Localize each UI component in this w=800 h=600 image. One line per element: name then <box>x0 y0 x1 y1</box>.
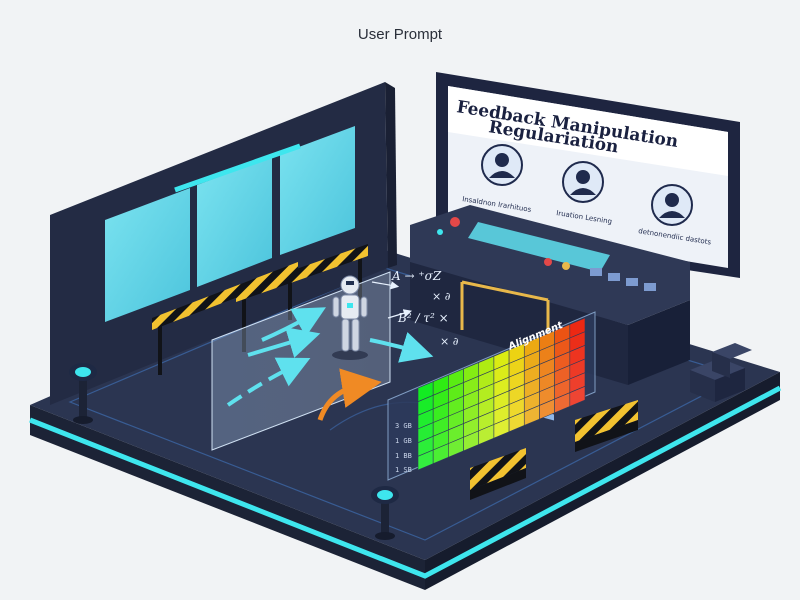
equation-1: A → ⁺σZ <box>391 269 442 283</box>
equation-arrows <box>371 281 413 319</box>
heatmap-row-label-4: 1 SB <box>395 466 412 474</box>
screen-panel-1 <box>481 144 523 186</box>
caption-user-prompt: User Prompt <box>357 26 443 43</box>
bollard-front <box>371 486 399 540</box>
heatmap-row-label-2: 1 GB <box>395 437 412 445</box>
heatmap-cell <box>569 385 586 407</box>
back-wall <box>50 82 397 405</box>
red-indicator-light <box>450 217 460 227</box>
window-middle <box>197 157 272 287</box>
user-avatar-icon <box>659 193 685 218</box>
crate-stack <box>690 343 752 402</box>
heatmap-row-label-3: 1 BB <box>395 452 412 460</box>
equation-4: × ∂ <box>440 335 459 348</box>
equation-2: B² ∕ τ² × <box>397 311 449 325</box>
screen-panel-3 <box>651 184 693 226</box>
equation-3: × ∂ <box>432 290 451 303</box>
window-right <box>280 126 355 255</box>
heatmap-row-label-1: 3 GB <box>395 422 412 430</box>
hazard-block-front-right <box>575 400 638 452</box>
user-avatar-icon <box>489 153 515 178</box>
hazard-block-front-center <box>470 448 526 500</box>
window-left <box>105 188 190 322</box>
humanoid-robot <box>332 275 368 360</box>
bollard-left <box>69 363 97 424</box>
alignment-heatmap-board <box>387 311 596 481</box>
heatmap-cells <box>417 317 586 471</box>
console-screen <box>468 222 610 272</box>
trajectory-arrows <box>226 307 434 421</box>
screen-panel-2 <box>562 161 604 203</box>
user-avatar-icon <box>570 170 596 195</box>
